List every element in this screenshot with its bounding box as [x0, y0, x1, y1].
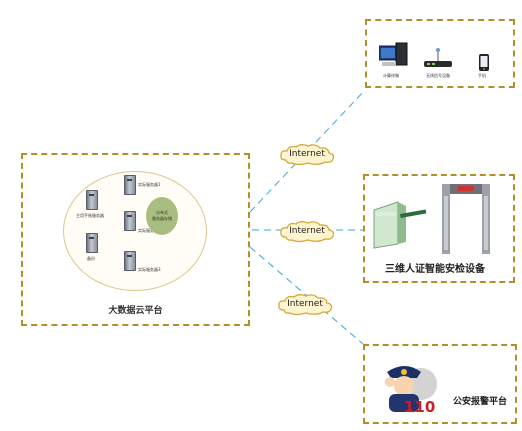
platform-title: 大数据云平台 [108, 306, 163, 316]
metal-detector-gate-icon [442, 184, 490, 254]
computer-label: 计算终端 [383, 73, 399, 78]
server-icon [124, 211, 136, 231]
cloud-icon [280, 221, 335, 243]
cloud-label: Internet [289, 226, 325, 236]
server-label: 实际服务器1 [138, 182, 161, 187]
computer-icon [379, 42, 408, 66]
security-device-box: 三维人证智能安检设备 [363, 174, 515, 283]
distributed-storage-node: 分布式 服务器存储 [146, 197, 178, 235]
police-platform-box: 110 公安报警平台 [363, 344, 517, 424]
cloud-icon [278, 294, 333, 316]
server-label: 备份 [87, 256, 95, 261]
badge-110: 110 [404, 398, 436, 416]
server-icon [86, 190, 98, 210]
police-platform-title: 公安报警平台 [453, 397, 508, 407]
storage-node-line2: 服务器存储 [152, 216, 172, 221]
server-label: 实际服务器3 [138, 267, 161, 272]
internet-cloud-bottom: Internet [276, 292, 334, 316]
internet-cloud-mid: Internet [278, 219, 336, 243]
server-label: 实际服务器2 [138, 228, 161, 233]
server-icon [124, 251, 136, 271]
router-label: 无线信号设备 [426, 73, 450, 78]
router-icon [424, 48, 452, 67]
server-label: 主用手账服务器 [76, 213, 104, 218]
phone-label: 手机 [478, 73, 486, 78]
terminal-group-box: 计算终端 无线信号设备 手机 [365, 19, 515, 88]
server-icon [86, 233, 98, 253]
security-device-title: 三维人证智能安检设备 [385, 264, 485, 275]
server-icon [124, 175, 136, 195]
internet-cloud-top: Internet [278, 142, 336, 166]
link-top [249, 89, 366, 213]
police-officer-icon [385, 366, 437, 412]
cloud-label: Internet [289, 149, 325, 159]
cloud-label: Internet [287, 299, 323, 309]
platform-box: 实际服务器1 主用手账服务器 实际服务器2 备份 实际服务器3 分布式 服务器存… [21, 153, 250, 326]
cloud-icon [280, 144, 335, 166]
phone-icon [479, 54, 489, 71]
turnstile-gate-icon [373, 201, 427, 249]
storage-node-line1: 分布式 [156, 210, 168, 215]
